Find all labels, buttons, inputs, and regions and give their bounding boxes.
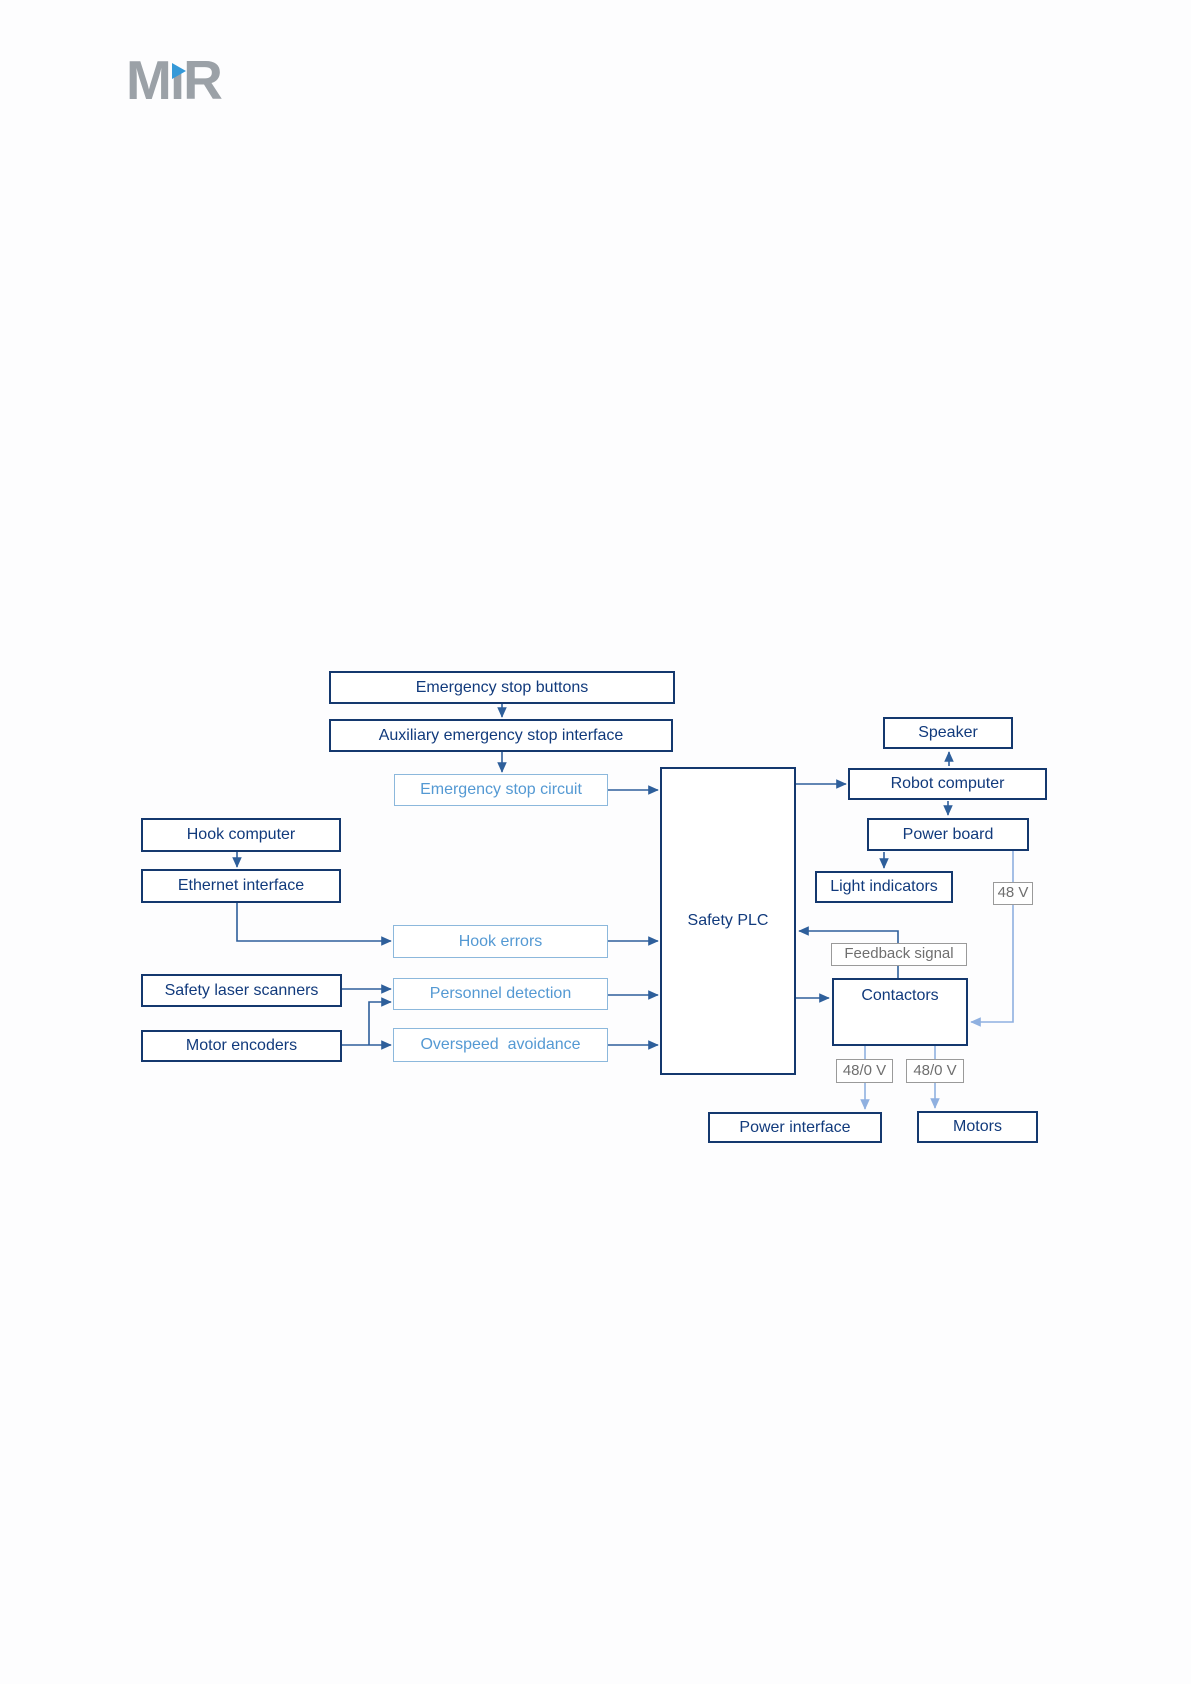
node-label-48-0-v-right: 48/0 V — [913, 1061, 957, 1079]
node-label-emergency-stop-buttons: Emergency stop buttons — [415, 678, 589, 696]
node-label-48-0-v-left: 48/0 V — [842, 1061, 887, 1079]
node-label-light-indicators: Light indicators — [830, 878, 938, 896]
node-label-power-board: Power board — [902, 825, 994, 843]
logo-letter-m: M — [126, 49, 172, 111]
node-feedback-signal: Feedback signal — [831, 943, 967, 966]
node-label-contactors: Contactors — [861, 987, 939, 1004]
node-label-speaker: Speaker — [918, 724, 978, 742]
connector-encoders-branch-to-personnel-detection — [368, 997, 392, 1045]
node-motors: Motors — [917, 1111, 1038, 1143]
node-label-power-interface: Power interface — [739, 1118, 851, 1136]
node-label-auxiliary-emergency-stop-interface: Auxiliary emergency stop interface — [378, 726, 624, 744]
node-light-indicators: Light indicators — [815, 871, 953, 903]
node-contactors: Contactors — [832, 978, 968, 1046]
node-safety-laser-scanners: Safety laser scanners — [141, 974, 342, 1007]
node-48-v: 48 V — [993, 882, 1033, 905]
node-label-hook-computer: Hook computer — [186, 826, 296, 844]
node-label-hook-errors: Hook errors — [458, 932, 543, 950]
node-label-emergency-stop-circuit: Emergency stop circuit — [420, 781, 582, 799]
node-label-safety-laser-scanners: Safety laser scanners — [164, 981, 319, 999]
node-label-motors: Motors — [953, 1118, 1002, 1136]
node-auxiliary-emergency-stop-interface: Auxiliary emergency stop interface — [329, 719, 673, 752]
node-hook-errors: Hook errors — [393, 925, 608, 958]
node-hook-computer: Hook computer — [141, 818, 341, 852]
node-label-ethernet-interface: Ethernet interface — [177, 877, 305, 895]
connector-ethernet-to-hook-errors — [236, 903, 392, 946]
logo-letter-i: ı — [169, 49, 186, 111]
node-emergency-stop-buttons: Emergency stop buttons — [329, 671, 675, 704]
node-48-0-v-left: 48/0 V — [836, 1059, 893, 1083]
node-robot-computer: Robot computer — [848, 768, 1047, 800]
logo-letter-r: R — [183, 49, 223, 111]
node-label-motor-encoders: Motor encoders — [185, 1037, 298, 1055]
node-label-48-v: 48 V — [997, 884, 1029, 902]
node-power-interface: Power interface — [708, 1112, 882, 1143]
connector-power-board-48v-to-contactors — [970, 851, 1014, 1027]
node-speaker: Speaker — [883, 717, 1013, 749]
node-motor-encoders: Motor encoders — [141, 1030, 342, 1062]
node-emergency-stop-circuit: Emergency stop circuit — [394, 774, 608, 806]
node-label-feedback-signal: Feedback signal — [844, 945, 954, 963]
logo-i-dot-triangle-icon — [171, 63, 186, 79]
node-safety-plc: Safety PLC — [660, 767, 796, 1075]
node-label-robot-computer: Robot computer — [890, 775, 1005, 793]
node-power-board: Power board — [867, 818, 1029, 851]
node-label-personnel-detection: Personnel detection — [429, 985, 572, 1003]
node-48-0-v-right: 48/0 V — [906, 1059, 964, 1083]
node-personnel-detection: Personnel detection — [393, 978, 608, 1010]
node-overspeed-avoidance: Overspeed avoidance — [393, 1028, 608, 1062]
node-label-safety-plc: Safety PLC — [687, 912, 769, 930]
node-label-overspeed-avoidance: Overspeed avoidance — [420, 1036, 581, 1054]
logo-letter-i-stem: ı — [169, 49, 185, 111]
node-ethernet-interface: Ethernet interface — [141, 869, 341, 903]
